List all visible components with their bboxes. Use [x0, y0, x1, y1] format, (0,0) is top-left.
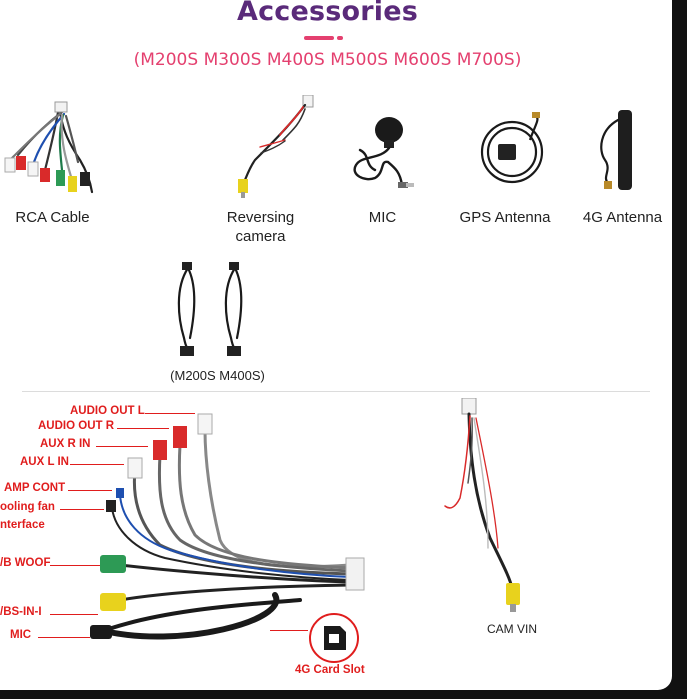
- callout-line: [117, 428, 169, 429]
- callout-cvbs-in: /BS-IN-I: [0, 606, 42, 618]
- callout-line: [38, 637, 90, 638]
- callout-amp-cont: AMP CONT: [4, 482, 66, 494]
- callout-audio-out-r: AUDIO OUT R: [38, 420, 115, 432]
- 4g-antenna-label: 4G Antenna: [582, 209, 663, 226]
- callout-sub-woof: /B WOOF: [0, 557, 51, 569]
- sim-card-slot-icon: [308, 612, 360, 664]
- 4g-antenna-icon: [590, 105, 650, 195]
- callout-line: [145, 413, 195, 414]
- page-title: Accessories: [236, 0, 419, 27]
- camera-harness-icon: [440, 398, 550, 623]
- gps-antenna-label: GPS Antenna: [459, 209, 551, 226]
- callout-line: [50, 614, 98, 615]
- cam-vin-label: CAM VIN: [487, 622, 538, 636]
- callout-line: [50, 565, 100, 566]
- mic-icon: [340, 110, 430, 195]
- title-underline-dot: [337, 36, 343, 40]
- usb-cables-icon: [170, 258, 270, 363]
- callout-mic: MIC: [10, 629, 32, 641]
- model-list: (M200S M300S M400S M500S M600S M700S): [133, 50, 522, 70]
- callout-line: [68, 490, 112, 491]
- callout-interface: nterface: [0, 519, 45, 531]
- reversing-camera-label: Reversing camera: [226, 209, 295, 245]
- card-slot-label: 4G Card Slot: [295, 664, 365, 676]
- usb-cables-label: (M200S M400S): [170, 368, 265, 383]
- gps-antenna-icon: [470, 110, 560, 195]
- callout-line: [96, 446, 148, 447]
- callout-cooling-fan: ooling fan: [0, 501, 55, 513]
- title-underline: [304, 36, 334, 40]
- rca-cable-icon: [0, 100, 105, 200]
- wiring-harness-icon: [60, 400, 390, 670]
- callout-aux-l-in: AUX L IN: [20, 456, 69, 468]
- mic-label: MIC: [368, 209, 397, 226]
- callout-line: [60, 509, 104, 510]
- callout-line: [70, 464, 124, 465]
- reversing-camera-icon: [225, 95, 315, 200]
- callout-line: [270, 630, 308, 631]
- callout-audio-out-l: AUDIO OUT L: [70, 405, 145, 417]
- callout-aux-r-in: AUX R IN: [40, 438, 91, 450]
- section-divider: [22, 391, 650, 392]
- accessories-panel: Accessories (M200S M300S M400S M500S M60…: [0, 0, 672, 690]
- rca-cable-label: RCA Cable: [15, 209, 90, 226]
